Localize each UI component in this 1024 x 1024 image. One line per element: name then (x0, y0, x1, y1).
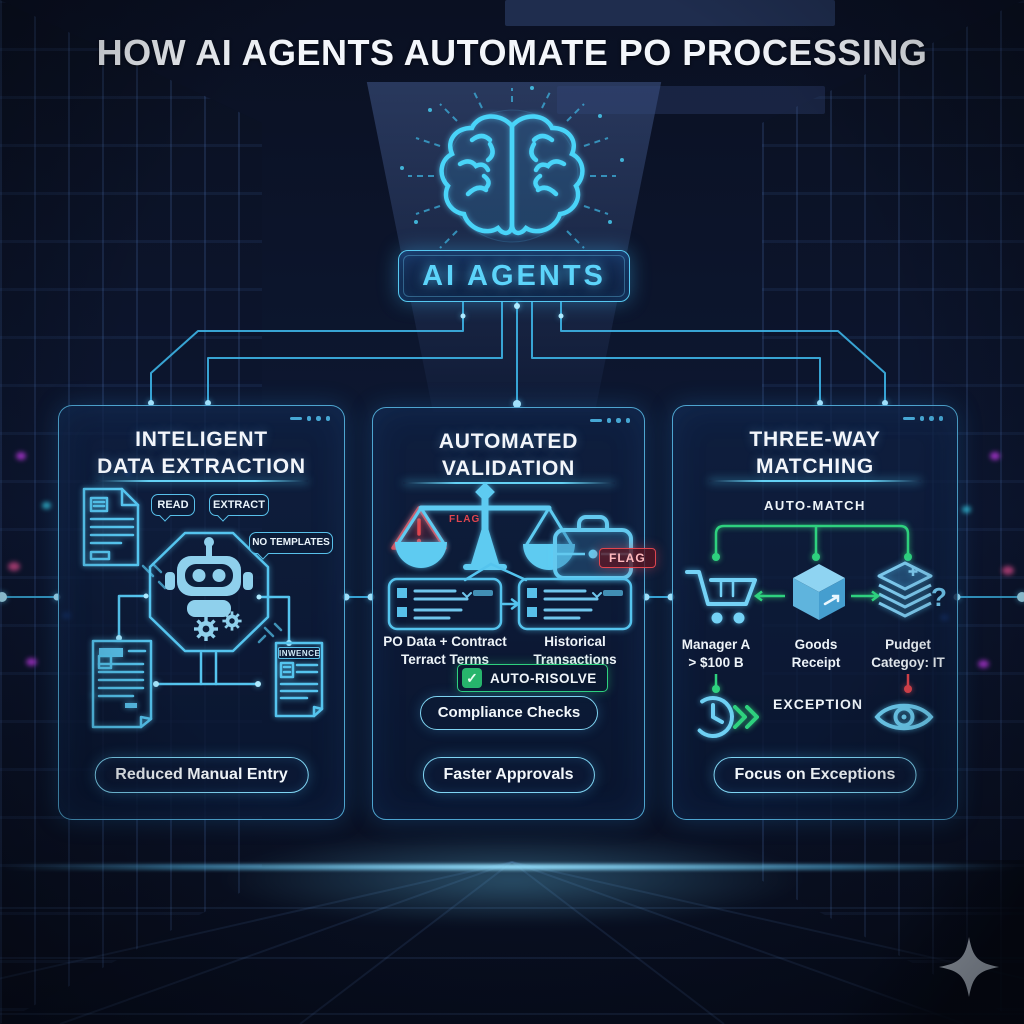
package-icon (793, 564, 845, 620)
document-icon (82, 487, 140, 567)
panel-data-extraction: INTELIGENT DATA EXTRACTION (58, 405, 345, 820)
chevrons-icon (733, 705, 759, 729)
benefit-badge: Faster Approvals (422, 757, 595, 793)
question-mark-icon: ? (931, 582, 947, 612)
cart-icon (685, 570, 757, 624)
auto-resolve-badge: ✓ AUTO-RISOLVE (457, 664, 608, 692)
invoice-label: INWENCE (278, 647, 321, 659)
exception-label: EXCEPTION (773, 696, 863, 712)
flag-note: FLAG (449, 514, 481, 525)
read-bubble: READ (151, 494, 195, 516)
panel-three-way-matching: THREE-WAY MATCHING AUTO-MATCH (672, 405, 958, 820)
manager-caption: Manager A> $100 B (681, 637, 751, 670)
eye-icon (874, 703, 934, 731)
document-icon (91, 639, 153, 729)
compliance-checks-badge: Compliance Checks (420, 696, 598, 730)
no-templates-bubble: NO TEMPLATES (249, 532, 333, 554)
clock-icon (692, 696, 734, 738)
layers-icon (877, 561, 933, 618)
data-card-icon (387, 577, 633, 631)
sparkle-icon (939, 937, 999, 997)
exception-drops (712, 674, 912, 693)
panel-automated-validation: AUTOMATED VALIDATION (372, 407, 656, 820)
flag-badge: FLAG (599, 548, 656, 568)
benefit-badge: Reduced Manual Entry (94, 757, 309, 793)
benefit-badge: Focus on Exceptions (713, 757, 917, 793)
check-icon: ✓ (462, 668, 482, 688)
auto-match-bracket (714, 524, 910, 554)
extract-bubble: EXTRACT (209, 494, 269, 516)
